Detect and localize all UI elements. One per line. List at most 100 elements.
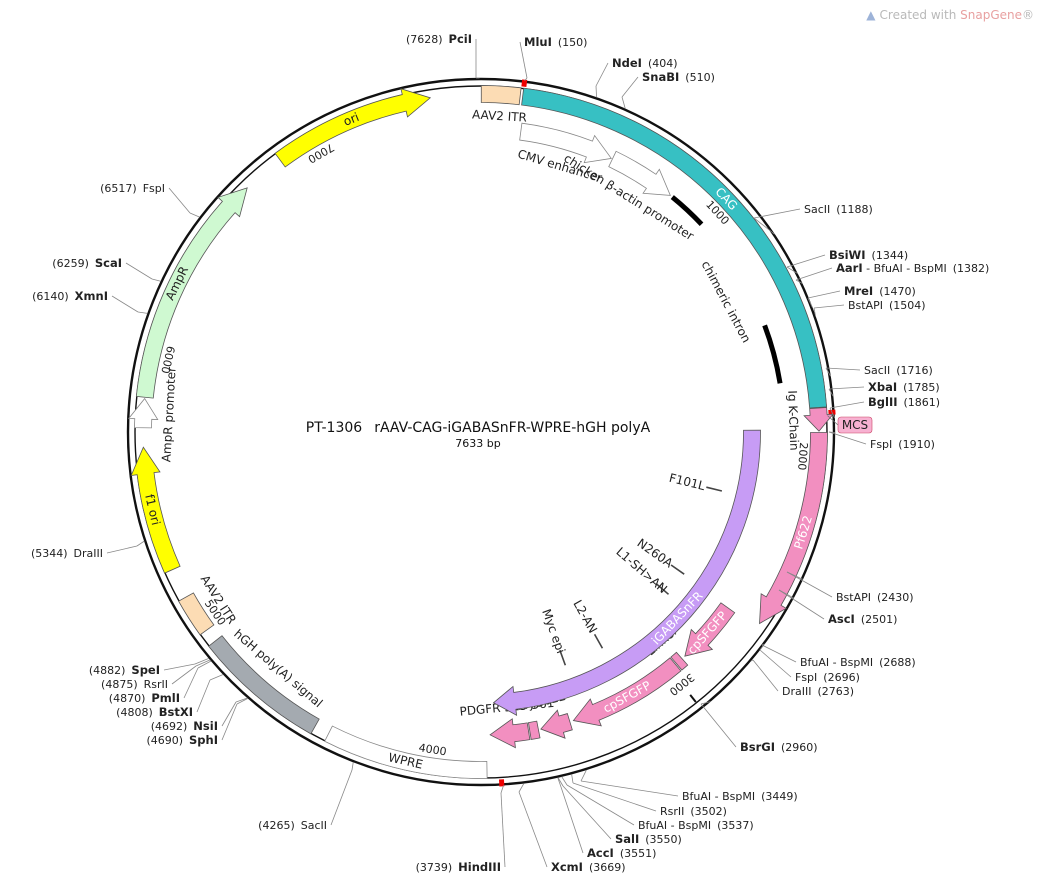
site-position: (510) [685,71,715,84]
site-name: AccI [587,846,614,860]
feature-label-ig-k-chain: Ig K-Chain [785,390,801,451]
site-name: DraIII [782,685,811,698]
site-leader-34 [137,311,148,314]
feature-hgh-poly-a-signal [208,635,320,735]
site-label-bfuai-bspmi-2688: BfuAI - BspMI (2688) [800,656,916,669]
site-connector-25 [500,792,506,868]
snapgene-branding: ▲Created with SnapGene® [866,8,1034,22]
mini-mark-0 [706,486,723,492]
site-position: (1344) [872,249,909,262]
site-label-scai-6259: (6259)ScaI [52,256,122,270]
site-label-bfuai-bspmi-3449: BfuAI - BspMI(3449) [682,790,798,803]
site-label-bstapi-2430: BstAPI(2430) [836,591,914,604]
site-connector-6 [795,267,833,281]
feature-label-aav2-itr-5-: AAV2 ITR [472,107,528,124]
feature-igabasnfr [492,429,761,716]
site-connector-7 [807,290,841,299]
site-leader-21 [561,776,568,786]
site-label-sali-3550: SalI(3550) [615,832,682,846]
site-label-sacii-1716: SacII(1716) [864,364,933,377]
feature-chimeric-intron [670,195,786,406]
site-leader-24 [518,783,525,793]
site-name: RsrII [660,805,684,818]
mutation-label-0: F101L [668,471,707,493]
feature-pdgfr-513-561 [489,718,531,749]
feature-label-chimeric-intron: chimeric intron [699,259,754,346]
feature-ig-k-chain [803,406,834,432]
site-leader-27 [236,698,249,705]
site-name: MreI [844,284,873,298]
site-label-xbai-1785: XbaI(1785) [868,380,940,394]
site-connector-10 [828,386,865,390]
site-label-bstapi-1504: BstAPI(1504) [848,299,926,312]
site-name: BstXI [159,705,193,719]
site-connector-22 [562,785,612,840]
feature-aav2-itr-5- [480,85,522,106]
site-connector-26 [330,769,353,826]
site-leader-6 [795,279,803,284]
site-name: NdeI [612,56,642,70]
site-connector-15 [761,644,797,663]
site-leader-36 [189,212,200,218]
mini-mark-2 [655,583,670,595]
tick-label-4000: 4000 [418,741,448,758]
site-leader-5 [786,266,798,274]
site-connector-19 [580,780,679,797]
site-label-sacii-4265: (4265)SacII [258,819,327,832]
site-name: PciI [449,32,472,46]
site-connector-35 [125,262,153,280]
site-connector-27 [221,703,238,741]
site-position: (4690) [146,734,183,747]
site-connector-14 [778,589,825,620]
site-connector-28 [221,701,237,727]
site-label-asci-2501: AscI(2501) [828,612,897,626]
site-leader-1 [524,77,528,81]
site-position: (2501) [861,613,898,626]
feature-ampr-promoter [127,397,159,429]
site-position: (2960) [781,741,818,754]
site-position: (6259) [52,257,89,270]
site-position: (1910) [898,438,935,451]
site-position: (404) [648,57,678,70]
site-leader-8 [813,307,816,317]
site-label-pmli-4870: (4870)PmlI [109,691,180,705]
site-label-acci-3551: AccI(3551) [587,846,656,860]
site-label-spei-4882: (4882)SpeI [89,663,160,677]
site-position: (7628) [406,33,443,46]
site-position: (2430) [877,591,914,604]
site-label-hindiii-3739: (3739)HindIII [416,860,501,874]
site-leader-9 [825,367,831,377]
mutation-label-3: L2-AN [570,598,600,636]
site-name: FspI [143,182,165,195]
site-connector-23 [560,786,584,854]
site-leader-2 [595,85,597,98]
site-position: (1785) [903,381,940,394]
branding-name: SnapGene [960,8,1022,22]
site-label-snabi-510: SnaBI(510) [642,70,715,84]
site-position: (1188) [836,203,873,216]
site-label-ndei-404: NdeI (404) [612,56,678,70]
site-leader-23 [557,777,562,788]
tick-label-2000: 2000 [795,442,810,471]
site-leader-25 [500,785,504,794]
site-connector-2 [595,62,609,87]
site-name: SphI [189,733,218,747]
plasmid-id: PT-1306 [306,420,362,436]
site-leader-19 [580,769,587,782]
site-name: SpeI [131,663,160,677]
site-position: (1861) [904,396,941,409]
branding-prefix: Created with [879,8,957,22]
site-name: BsiWI [829,248,866,262]
site-position: (2688) [879,656,916,669]
tick-3000 [689,694,697,703]
site-leader-32 [194,657,209,665]
site-name: XcmI [551,860,583,874]
feature-pf622-2- [540,709,573,739]
site-leader-28 [235,697,248,703]
site-name: BfuAI - BspMI [800,656,873,669]
site-leader-3 [621,96,626,109]
mini-mark-4 [559,649,567,666]
site-connector-34 [111,295,139,313]
site-position: (1470) [879,285,916,298]
